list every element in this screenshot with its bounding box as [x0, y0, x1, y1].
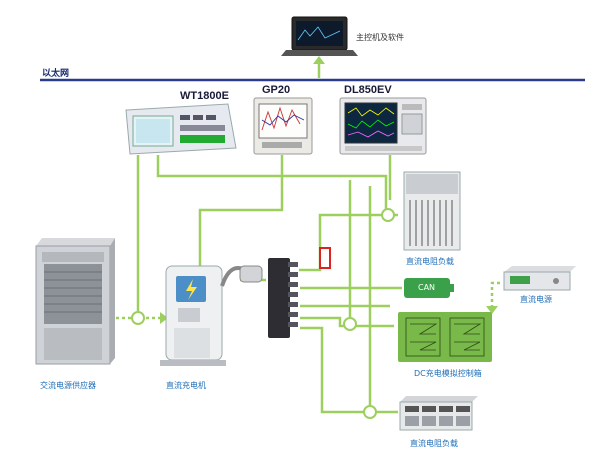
- shunt-resistor-icon: [319, 247, 331, 269]
- dc-source-icon: [503, 266, 576, 291]
- ac-supply-label: 交流电源供应器: [40, 381, 96, 390]
- dc-load-bottom-label: 直流电阻负载: [410, 439, 458, 448]
- dc-load-top-label: 直流电阻负载: [406, 257, 454, 266]
- source-arrow: [486, 306, 498, 314]
- charging-plug-icon: [220, 265, 263, 287]
- current-probe-rings: [131, 208, 395, 419]
- dc-source-label: 直流电源: [520, 295, 552, 304]
- power-dotted-lines: [116, 281, 500, 320]
- pc-laptop-icon: [281, 16, 358, 56]
- dc-charger-icon: [160, 265, 226, 366]
- ac-supply-cabinet-icon: [35, 238, 115, 365]
- ethernet-label: 以太网: [42, 69, 70, 79]
- dc-sim-box-icon: [398, 312, 492, 362]
- can-module-icon: [404, 278, 454, 298]
- signal-wires: [136, 155, 402, 414]
- wt1800e-label: WT1800E: [180, 90, 229, 102]
- gp20-label: GP20: [262, 84, 291, 96]
- dc-load-bottom-icon: [399, 396, 478, 431]
- wt1800e-analyzer-icon: [125, 103, 237, 155]
- dc-load-top-icon: [403, 171, 461, 251]
- dl850ev-scope-icon: [339, 97, 427, 155]
- gp20-recorder-icon: [253, 97, 313, 155]
- pc-uplink-arrow: [313, 56, 325, 78]
- supply-arrow: [160, 312, 168, 324]
- dc-charger-label: 直流充电机: [166, 381, 206, 390]
- pc-label: 主控机及软件: [356, 33, 404, 42]
- dc-sim-box-label: DC充电模拟控制箱: [414, 369, 482, 378]
- can-label: CAN: [418, 283, 436, 292]
- dl850ev-label: DL850EV: [344, 84, 392, 96]
- connector-block-icon: [268, 258, 298, 338]
